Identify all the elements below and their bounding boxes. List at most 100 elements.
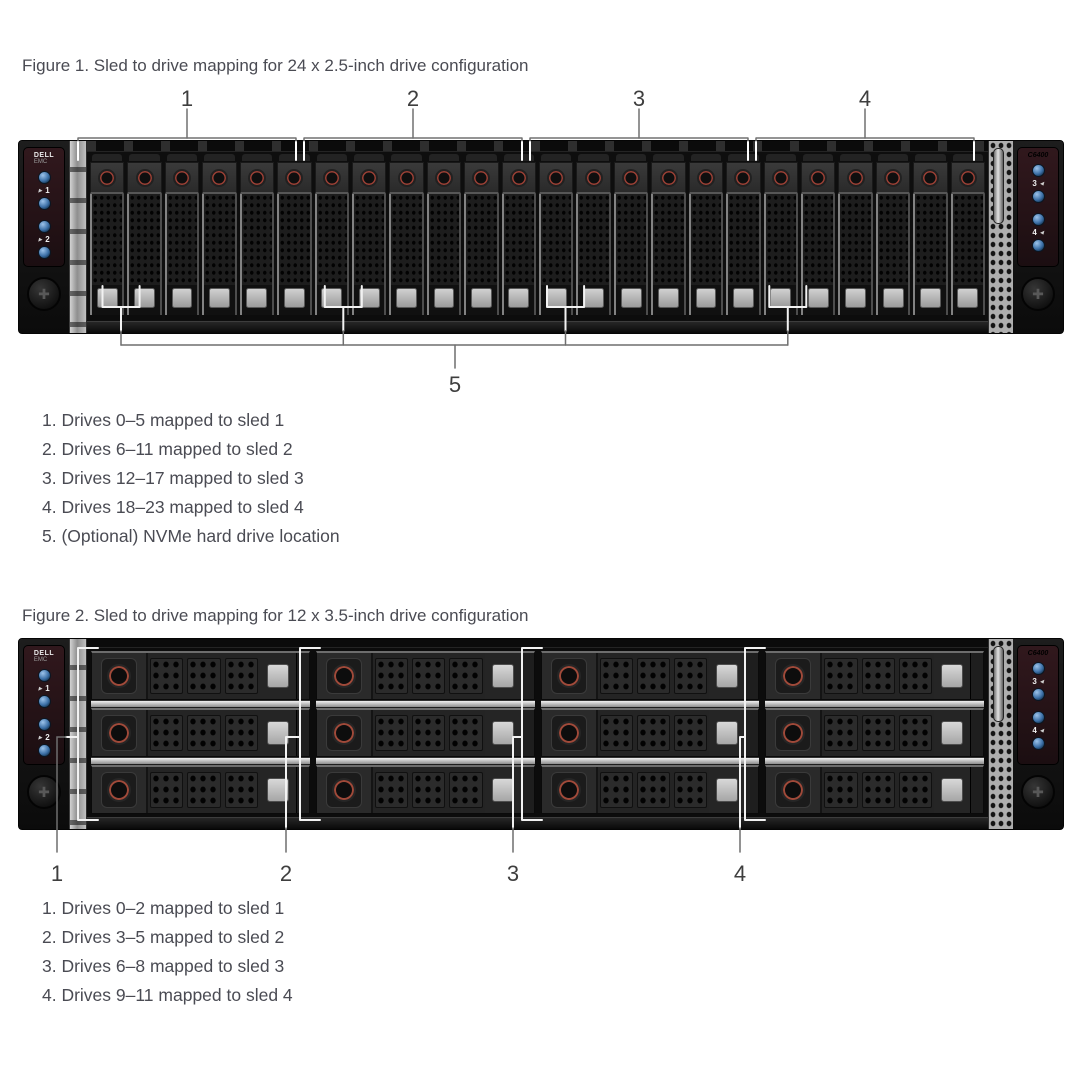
- drive-tab-zone: [709, 653, 746, 699]
- callout-4: 4: [859, 86, 871, 111]
- drive-foot: [801, 285, 836, 315]
- drive-foot: [763, 285, 799, 315]
- drive-pull-tab: [807, 288, 829, 308]
- drive-2-5-inch: [801, 154, 836, 320]
- drive-3-5-inch: [540, 708, 760, 757]
- drive-rail: [765, 757, 984, 765]
- drive-mesh-face: [202, 194, 237, 285]
- sled2-label: 2: [38, 235, 49, 244]
- drive-mesh-face: [913, 194, 948, 285]
- drive-mesh-face: [426, 194, 462, 285]
- sled3-label: 3: [1032, 179, 1043, 188]
- release-button-recess: [550, 715, 587, 751]
- left-ear-control-panel: DELL EMC 1 2: [23, 645, 65, 765]
- drive-release-button: [173, 168, 192, 187]
- drive-pull-tab: [658, 288, 679, 308]
- drive-pull-tab: [620, 288, 642, 308]
- drive-base: [539, 315, 574, 320]
- sled3-number: 3: [1032, 179, 1037, 188]
- sled2-id-led: [37, 246, 51, 259]
- drive-pull-tab: [358, 288, 380, 308]
- drive-handle: [541, 653, 598, 699]
- drive-3-5-inch: [765, 651, 984, 700]
- drive-foot: [576, 285, 611, 315]
- sled4-power-led: [1031, 213, 1045, 226]
- fig1-bay: [87, 141, 988, 333]
- sled2-number: 2: [45, 733, 50, 742]
- fig2-bay: [87, 639, 988, 829]
- figure1-server-front-view: DELL EMC 1 2: [18, 140, 1064, 334]
- drive-mesh-face: [90, 194, 125, 285]
- drive-foot: [202, 285, 237, 315]
- drive-base: [314, 315, 349, 320]
- drive-2-5-inch: [277, 154, 312, 320]
- drive-handle: [766, 710, 823, 756]
- drive-release-button: [556, 664, 581, 688]
- drive-release-button: [771, 168, 790, 187]
- list-item: 2. Drives 6–11 mapped to sled 2: [42, 439, 293, 459]
- list-item: 4. Drives 9–11 mapped to sled 4: [42, 985, 293, 1005]
- drive-carrier-cap: [615, 154, 647, 161]
- drive-handle: [314, 162, 349, 194]
- release-button-recess: [325, 658, 362, 694]
- drive-mesh-face: [501, 194, 537, 285]
- drive-carrier-cap: [466, 154, 497, 161]
- drive-pull-tab: [246, 288, 268, 308]
- drive-3-5-inch: [91, 708, 310, 757]
- sled1-id-led: [37, 695, 51, 708]
- drive-foot: [539, 285, 574, 315]
- drive-rail: [540, 700, 760, 708]
- list-item: 4. Drives 18–23 mapped to sled 4: [42, 497, 304, 517]
- drive-pull-tab: [209, 288, 230, 308]
- sled2-label: 2: [38, 733, 49, 742]
- drive-tab-zone: [259, 653, 296, 699]
- drive-release-button: [360, 168, 379, 187]
- drive-mesh-panel: [374, 772, 408, 808]
- drive-handle: [239, 162, 275, 194]
- drive-2-5-inch: [651, 154, 686, 320]
- drive-base: [164, 315, 200, 320]
- fig2-bay-bottom-rail: [87, 817, 988, 829]
- drive-base: [90, 315, 125, 320]
- right-vent-rail: [988, 639, 1013, 829]
- drive-handle: [92, 710, 148, 756]
- drive-release-button: [734, 168, 753, 187]
- drive-mesh-face: [838, 194, 873, 285]
- arrow-left-icon: [1040, 725, 1044, 736]
- drive-base: [389, 315, 424, 320]
- drive-rail: [91, 700, 310, 708]
- drive-release-button: [210, 168, 229, 187]
- drive-2-5-inch: [202, 154, 237, 320]
- fig2-drive-bay: [87, 648, 988, 817]
- drive-2-5-inch: [389, 154, 424, 320]
- drive-pull-tab: [845, 288, 867, 308]
- drive-pull-tab: [471, 288, 492, 308]
- sled4-id-led: [1031, 239, 1045, 252]
- arrow-left-icon: [1040, 227, 1044, 238]
- drive-handle: [651, 162, 686, 194]
- sled1-id-led: [37, 197, 51, 210]
- sled4-number: 4: [1032, 228, 1037, 237]
- drive-mesh-panel: [674, 772, 708, 808]
- drive-carrier-end: [295, 710, 309, 756]
- drive-tab-zone: [934, 767, 970, 813]
- drive-foot: [688, 285, 724, 315]
- right-ear-control-panel: C6400 3 4: [1017, 147, 1059, 267]
- drive-foot: [913, 285, 948, 315]
- drive-mesh-panel: [674, 715, 708, 751]
- sled3-number: 3: [1032, 677, 1037, 686]
- drive-release-button: [331, 664, 356, 688]
- drive-mesh-panel: [636, 715, 670, 751]
- drive-2-5-inch: [90, 154, 125, 320]
- drive-pull-tab: [695, 288, 717, 308]
- drive-3-5-inch: [91, 651, 310, 700]
- drive-tab-zone: [259, 710, 296, 756]
- sled2-power-led: [37, 718, 51, 731]
- drive-base: [763, 315, 799, 320]
- drive-mesh-panel: [824, 658, 858, 694]
- drive-handle: [766, 653, 823, 699]
- left-ear-control-panel: DELL EMC 1 2: [23, 147, 65, 267]
- list-item: 2. Drives 3–5 mapped to sled 2: [42, 927, 285, 947]
- release-button-recess: [550, 772, 587, 808]
